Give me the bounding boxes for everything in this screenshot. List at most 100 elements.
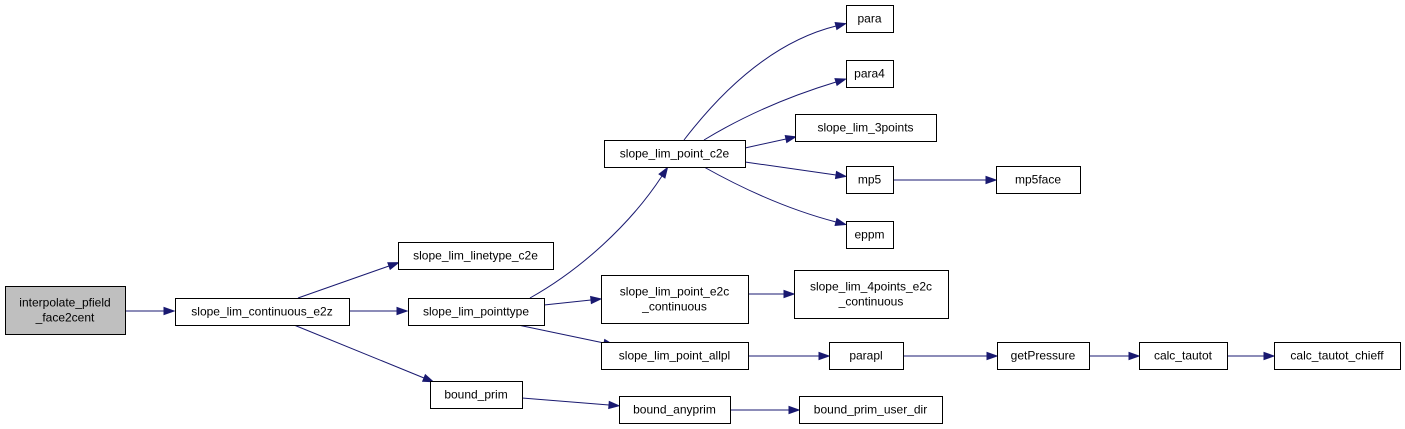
- edge-slope_lim_point_c2e-to-para: [683, 22, 848, 141]
- arrowhead: [590, 295, 603, 305]
- edge-slope_lim_continuous_e2z-to-slope_lim_linetype_c2e: [297, 262, 400, 299]
- node-label: slope_lim_point_c2e: [620, 147, 730, 161]
- node-calc-tautot[interactable]: calc_tautot: [1139, 342, 1228, 370]
- node-bound-anyprim[interactable]: bound_anyprim: [619, 396, 731, 424]
- arrowhead: [788, 405, 801, 415]
- node-box: [175, 298, 350, 326]
- edge-line: [703, 81, 837, 141]
- node-label: para: [857, 12, 881, 26]
- edge-line: [744, 161, 837, 176]
- edge-mp5-to-mp5face: [893, 175, 998, 185]
- edge-slope_lim_point_c2e-to-para4: [703, 78, 848, 141]
- edge-getPressure-to-calc_tautot: [1089, 351, 1141, 361]
- node-box: [799, 396, 943, 424]
- node-box: [795, 114, 937, 142]
- edge-calc_tautot-to-calc_tautot_chieff: [1227, 351, 1276, 361]
- node-box: [829, 342, 904, 370]
- arrowhead: [163, 306, 176, 316]
- edge-line: [293, 324, 425, 379]
- node-slope-lim-point-e2c-continuous[interactable]: slope_lim_point_e2c_continuous: [601, 275, 749, 324]
- node-box: [1139, 342, 1228, 370]
- node-getPressure[interactable]: getPressure: [997, 342, 1090, 370]
- edge-line: [517, 324, 605, 344]
- node-box: [997, 342, 1090, 370]
- edge-line: [543, 299, 592, 306]
- node-label: eppm: [854, 228, 884, 242]
- edge-parapl-to-getPressure: [903, 351, 999, 361]
- node-slope-lim-linetype-c2e[interactable]: slope_lim_linetype_c2e: [398, 242, 554, 270]
- node-slope-lim-3points[interactable]: slope_lim_3points: [795, 114, 937, 142]
- node-box: [619, 396, 731, 424]
- node-label: slope_lim_point_e2c: [620, 285, 729, 299]
- node-parapl[interactable]: parapl: [829, 342, 904, 370]
- node-slope-lim-continuous-e2z[interactable]: slope_lim_continuous_e2z: [175, 298, 350, 326]
- node-box: [996, 166, 1081, 194]
- arrowhead: [396, 306, 409, 316]
- node-box: [601, 275, 749, 324]
- edge-slope_lim_pointtype-to-slope_lim_point_e2c_continuous: [543, 295, 603, 306]
- node-label: slope_lim_4points_e2c: [810, 280, 932, 294]
- node-slope-lim-pointtype[interactable]: slope_lim_pointtype: [408, 298, 545, 326]
- arrowhead: [834, 78, 848, 87]
- node-label: mp5face: [1015, 173, 1061, 187]
- node-eppm[interactable]: eppm: [846, 221, 894, 249]
- node-calc-tautot-chieff[interactable]: calc_tautot_chieff: [1274, 342, 1401, 370]
- node-slope-lim-point-c2e[interactable]: slope_lim_point_c2e: [604, 140, 746, 168]
- edge-line: [529, 175, 663, 299]
- call-edges: [125, 22, 1276, 415]
- edge-slope_lim_continuous_e2z-to-slope_lim_pointtype: [349, 306, 409, 316]
- arrowhead: [834, 170, 848, 180]
- edge-line: [297, 265, 390, 299]
- function-nodes: interpolate_pfield_face2cent slope_lim_co…: [5, 5, 1401, 424]
- node-label: getPressure: [1011, 349, 1076, 363]
- arrowhead: [834, 22, 848, 31]
- edge-line: [683, 25, 837, 141]
- node-box: [604, 140, 746, 168]
- edge-line: [521, 397, 610, 406]
- arrowhead: [387, 262, 400, 271]
- node-bound-prim-user-dir[interactable]: bound_prim_user_dir: [799, 396, 943, 424]
- node-box: [846, 221, 894, 249]
- edge-slope_lim_point_c2e-to-eppm: [703, 166, 848, 226]
- node-bound-prim[interactable]: bound_prim: [430, 381, 523, 409]
- node-label: calc_tautot: [1154, 349, 1213, 363]
- edge-line: [744, 138, 787, 149]
- node-para[interactable]: para: [846, 5, 894, 33]
- node-para4[interactable]: para4: [846, 60, 894, 88]
- node-box: [1274, 342, 1401, 370]
- arrowhead: [608, 400, 621, 410]
- node-box: [5, 286, 126, 335]
- node-slope-lim-point-allpl[interactable]: slope_lim_point_allpl: [601, 342, 749, 370]
- node-mp5face[interactable]: mp5face: [996, 166, 1081, 194]
- node-label: slope_lim_point_allpl: [619, 349, 730, 363]
- node-box: [846, 5, 894, 33]
- node-label: bound_prim_user_dir: [814, 403, 927, 417]
- edge-slope_lim_pointtype-to-slope_lim_point_allpl: [517, 324, 616, 348]
- node-label: mp5: [858, 173, 882, 187]
- edge-slope_lim_point_c2e-to-mp5: [744, 161, 848, 180]
- edge-interpolate_pfield_face2cent-to-slope_lim_continuous_e2z: [125, 306, 176, 316]
- node-label: slope_lim_3points: [817, 121, 913, 135]
- arrowhead: [421, 373, 435, 383]
- node-box: [846, 60, 894, 88]
- node-box: [846, 166, 894, 194]
- arrowhead: [784, 135, 798, 144]
- edge-slope_lim_point_e2c_continuous-to-slope_lim_4points_e2c_continuous: [748, 289, 796, 299]
- edge-slope_lim_point_allpl-to-parapl: [748, 351, 831, 361]
- edge-slope_lim_continuous_e2z-to-bound_prim: [293, 324, 435, 383]
- node-interpolate-pfield-face2cent[interactable]: interpolate_pfield_face2cent: [5, 286, 126, 335]
- arrowhead: [1263, 351, 1276, 361]
- node-slope-lim-4points-e2c-continuous[interactable]: slope_lim_4points_e2c_continuous: [794, 270, 949, 319]
- node-label: slope_lim_linetype_c2e: [413, 249, 538, 263]
- node-box: [430, 381, 523, 409]
- node-label: _continuous: [641, 300, 707, 314]
- node-box: [398, 242, 554, 270]
- arrowhead: [818, 351, 831, 361]
- node-label: para4: [854, 67, 885, 81]
- arrowhead: [658, 166, 669, 179]
- node-label: slope_lim_continuous_e2z: [191, 305, 332, 319]
- node-label: slope_lim_pointtype: [423, 305, 529, 319]
- node-mp5[interactable]: mp5: [846, 166, 894, 194]
- arrowhead: [986, 351, 999, 361]
